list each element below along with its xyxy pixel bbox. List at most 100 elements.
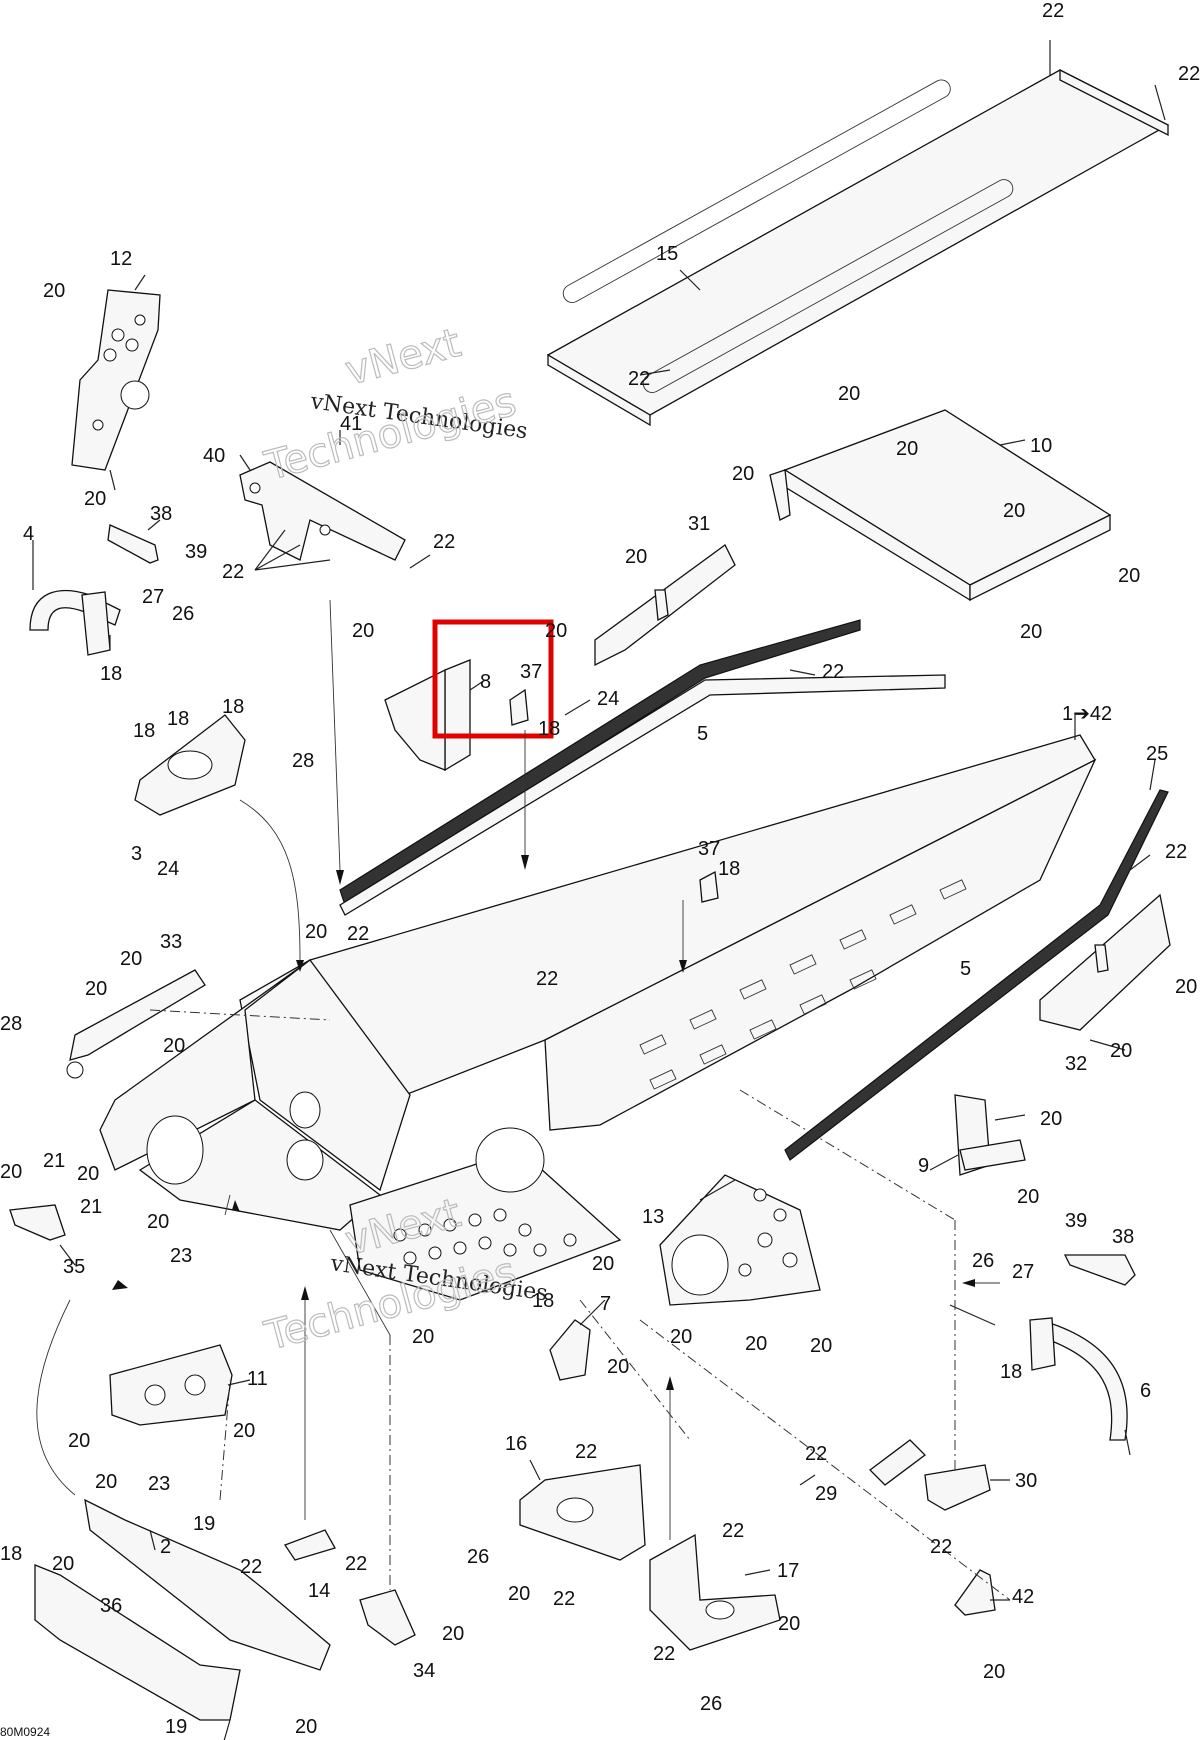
label-35: 35 (63, 1256, 85, 1278)
label-24: 24 (157, 858, 179, 880)
label-25: 25 (1146, 743, 1168, 765)
label-1-42: 1➔42 (1062, 703, 1112, 725)
label-26: 26 (972, 1250, 994, 1272)
part-31-rail-bracket (594, 544, 736, 667)
label-20: 20 (52, 1553, 74, 1575)
label-22: 22 (805, 1443, 827, 1465)
label-20: 20 (732, 463, 754, 485)
label-8: 8 (480, 671, 491, 693)
part-25-rail-right (784, 789, 1169, 1161)
label-22: 22 (822, 661, 844, 683)
label-5: 5 (697, 723, 708, 745)
label-20: 20 (352, 620, 374, 642)
part-12-bracket (71, 289, 161, 471)
diagram-code: 80M0924 (0, 1725, 50, 1739)
label-6: 6 (1140, 1380, 1151, 1402)
label-38: 38 (150, 503, 172, 525)
label-20: 20 (84, 488, 106, 510)
label-41: 41 (340, 413, 362, 435)
label-20: 20 (745, 1333, 767, 1355)
label-20: 20 (120, 948, 142, 970)
label-19: 19 (165, 1716, 187, 1738)
label-18: 18 (167, 708, 189, 730)
label-3: 3 (131, 843, 142, 865)
label-18: 18 (532, 1290, 554, 1312)
part-15-top-plate (546, 68, 1170, 427)
label-20: 20 (983, 1661, 1005, 1683)
watermark-ghost: vNext (341, 320, 466, 395)
part-35-bracket (9, 1204, 66, 1241)
label-7: 7 (600, 1293, 611, 1315)
label-28: 28 (292, 750, 314, 772)
part-11-bracket (109, 1344, 233, 1426)
label-20: 20 (442, 1623, 464, 1645)
label-18: 18 (718, 858, 740, 880)
part-1-tunnel (99, 734, 1097, 1301)
part-13-bracket (659, 1174, 821, 1306)
label-22: 22 (930, 1536, 952, 1558)
label-22: 22 (347, 923, 369, 945)
part-16-bracket (519, 1464, 646, 1561)
label-20: 20 (545, 620, 567, 642)
label-22: 22 (433, 531, 455, 553)
label-20: 20 (508, 1583, 530, 1605)
part-4-handle-left (29, 524, 159, 656)
label-20: 20 (670, 1326, 692, 1348)
label-37: 37 (520, 661, 542, 683)
part-30-bracket (924, 1464, 991, 1511)
label-30: 30 (1015, 1470, 1037, 1492)
label-22: 22 (628, 368, 650, 390)
label-20: 20 (810, 1335, 832, 1357)
label-9: 9 (918, 1155, 929, 1177)
label-20: 20 (1017, 1186, 1039, 1208)
label-20: 20 (1118, 565, 1140, 587)
label-20: 20 (233, 1420, 255, 1442)
label-26: 26 (467, 1546, 489, 1568)
label-27: 27 (142, 586, 164, 608)
label-21: 21 (43, 1150, 65, 1172)
label-32: 32 (1065, 1053, 1087, 1075)
label-20: 20 (68, 1430, 90, 1452)
label-14: 14 (308, 1580, 330, 1602)
label-19: 19 (193, 1513, 215, 1535)
label-11: 11 (247, 1368, 268, 1390)
label-40: 40 (203, 445, 225, 467)
label-22: 22 (536, 968, 558, 990)
label-20: 20 (838, 383, 860, 405)
part-8-mudflap (384, 659, 471, 772)
label-22: 22 (240, 1556, 262, 1578)
part-42-bracket (954, 1569, 996, 1616)
label-22: 22 (345, 1553, 367, 1575)
part-37-small-bracket (509, 688, 719, 903)
label-20: 20 (85, 978, 107, 1000)
label-22: 22 (1178, 63, 1200, 85)
label-31: 31 (688, 513, 710, 535)
part-7-bracket (549, 1319, 591, 1381)
part-24-rail (339, 619, 946, 916)
label-39: 39 (1065, 1210, 1087, 1232)
part-38-handle-right (1029, 1254, 1136, 1441)
label-20: 20 (592, 1253, 614, 1275)
label-22: 22 (575, 1441, 597, 1463)
label-20: 20 (778, 1613, 800, 1635)
part-40-cross-member (239, 461, 406, 561)
part-10-panel (769, 409, 1112, 602)
label-33: 33 (160, 931, 182, 953)
label-27: 27 (1012, 1261, 1034, 1283)
label-42: 42 (1012, 1586, 1034, 1608)
label-22: 22 (553, 1588, 575, 1610)
label-16: 16 (505, 1433, 527, 1455)
label-5: 5 (960, 958, 971, 980)
part-32-rail-bracket (1039, 893, 1171, 1031)
label-18: 18 (100, 663, 122, 685)
label-22: 22 (1042, 0, 1064, 22)
part-2-rear-bumper (84, 1498, 331, 1671)
label-20: 20 (412, 1326, 434, 1348)
part-34-bracket (359, 1589, 416, 1646)
label-20: 20 (0, 1161, 22, 1183)
label-22: 22 (653, 1643, 675, 1665)
label-2: 2 (160, 1536, 171, 1558)
label-20: 20 (1175, 976, 1197, 998)
